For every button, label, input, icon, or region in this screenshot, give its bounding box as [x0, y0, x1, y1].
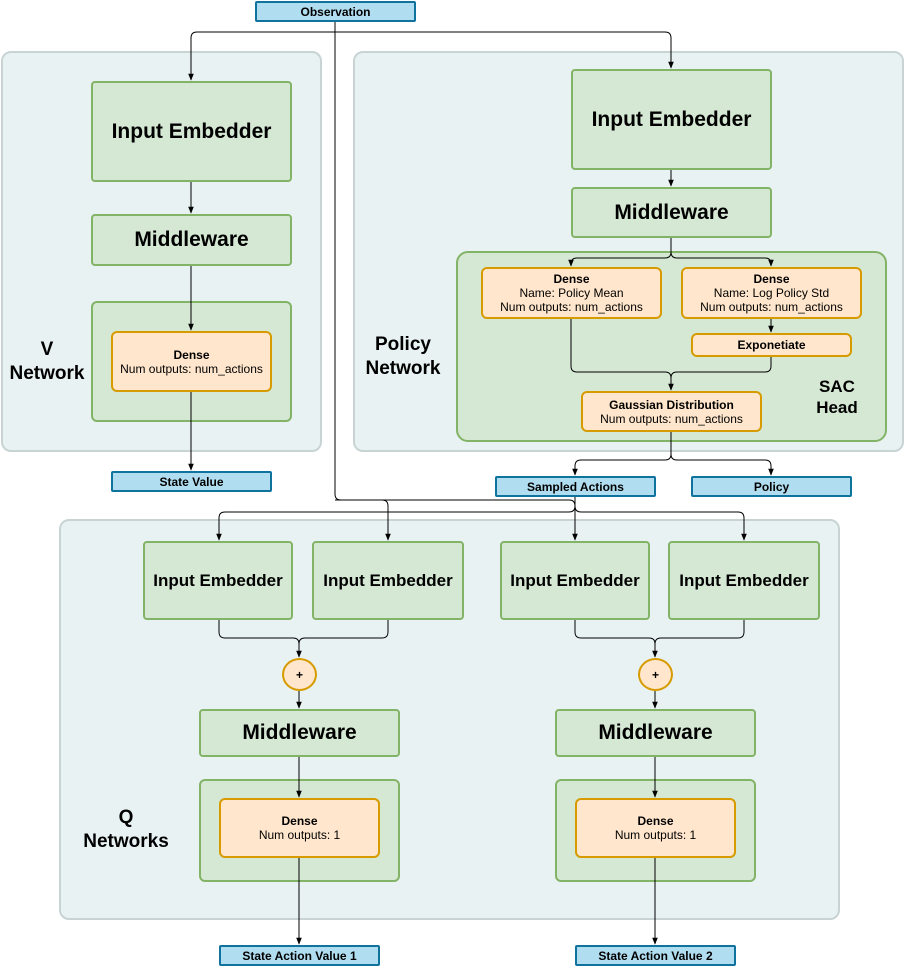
policy-network-label-line2: Network [365, 358, 441, 379]
policy-output-node: Policy [691, 476, 852, 497]
v-middleware: Middleware [91, 214, 292, 266]
sac-head-label-line1: SAC [819, 377, 855, 396]
gaussian-outputs: Num outputs: num_actions [600, 411, 743, 426]
dense-policy-mean-outputs: Num outputs: num_actions [500, 300, 643, 314]
q1-add-node: + [282, 658, 317, 691]
v-dense-title: Dense [173, 347, 210, 362]
q1-input-embedder-obs: Input Embedder [143, 541, 293, 620]
q-networks-label-line2: Networks [83, 831, 169, 852]
q2-middleware: Middleware [555, 709, 756, 757]
dense-log-policy-std-name: Name: Log Policy Std [713, 286, 830, 300]
dense-log-policy-std-outputs: Num outputs: num_actions [700, 300, 843, 314]
v-dense-outputs: Num outputs: num_actions [120, 361, 263, 376]
q1-dense-title: Dense [281, 814, 318, 828]
policy-network-label: Policy Network [355, 333, 451, 381]
q-networks-label: Q Networks [74, 806, 178, 854]
gaussian-title: Gaussian Distribution [609, 397, 734, 412]
dense-policy-mean-name: Name: Policy Mean [519, 286, 624, 300]
q-networks-label-line1: Q [118, 807, 134, 828]
observation-node: Observation [255, 1, 416, 22]
v-network-label: V Network [2, 338, 92, 386]
v-dense-node: Dense Num outputs: num_actions [111, 331, 272, 392]
q2-input-embedder-obs: Input Embedder [500, 541, 650, 620]
exponetiate-label: Exponetiate [737, 338, 806, 352]
sac-head-label-line2: Head [816, 398, 858, 417]
state-action-value-1-node: State Action Value 1 [219, 945, 380, 966]
dense-policy-mean: Dense Name: Policy Mean Num outputs: num… [481, 267, 662, 319]
sampled-actions-node: Sampled Actions [495, 476, 656, 497]
q1-dense-node: Dense Num outputs: 1 [219, 798, 380, 858]
state-value-node: State Value [111, 471, 272, 492]
policy-middleware: Middleware [571, 187, 772, 238]
q2-dense-outputs: Num outputs: 1 [614, 828, 697, 842]
dense-log-policy-std-title: Dense [753, 272, 790, 286]
v-network-label-line1: V [40, 339, 54, 360]
sac-head-label: SAC Head [800, 376, 874, 418]
state-action-value-2-node: State Action Value 2 [575, 945, 736, 966]
q1-dense-outputs: Num outputs: 1 [258, 828, 341, 842]
v-input-embedder: Input Embedder [91, 81, 292, 182]
q2-dense-node: Dense Num outputs: 1 [575, 798, 736, 858]
policy-network-label-line1: Policy [375, 334, 431, 355]
exponetiate-node: Exponetiate [691, 333, 852, 357]
q1-middleware: Middleware [199, 709, 400, 757]
q2-input-embedder-action: Input Embedder [668, 541, 820, 620]
q2-add-node: + [638, 658, 673, 691]
gaussian-distribution-node: Gaussian Distribution Num outputs: num_a… [581, 391, 762, 432]
dense-log-policy-std: Dense Name: Log Policy Std Num outputs: … [681, 267, 862, 319]
v-network-label-line2: Network [9, 363, 85, 384]
policy-input-embedder: Input Embedder [571, 69, 772, 170]
q1-input-embedder-action: Input Embedder [312, 541, 464, 620]
dense-policy-mean-title: Dense [553, 272, 590, 286]
q2-dense-title: Dense [637, 814, 674, 828]
